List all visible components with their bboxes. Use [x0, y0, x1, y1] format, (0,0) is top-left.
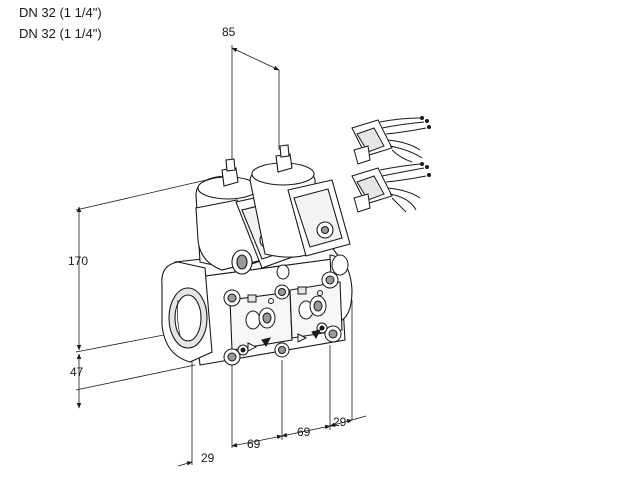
- dimension-label-47: 47: [70, 365, 84, 379]
- bottom-dimensions: [177, 300, 367, 467]
- dimension-label-69-a: 69: [247, 437, 261, 451]
- dimension-label-69-b: 69: [297, 425, 311, 439]
- dimension-47: [75, 353, 196, 409]
- cable-connector-upper: [351, 116, 431, 165]
- inlet-port: [161, 261, 213, 363]
- title-line-1: DN 32 (1 1/4"): [19, 5, 102, 20]
- pressure-taps: [245, 286, 327, 330]
- title-line-2: DN 32 (1 1/4"): [19, 26, 102, 41]
- dimension-label-29-right: 29: [333, 415, 347, 429]
- cable-connector-lower: [351, 162, 431, 213]
- dimension-label-85: 85: [222, 25, 236, 39]
- dimension-label-29-left: 29: [201, 451, 215, 465]
- body-screws: [223, 271, 342, 366]
- flow-arrows: [247, 329, 321, 352]
- dimension-label-170: 170: [68, 254, 88, 268]
- coupling-ring: [276, 254, 349, 280]
- solenoid-right: [249, 144, 351, 258]
